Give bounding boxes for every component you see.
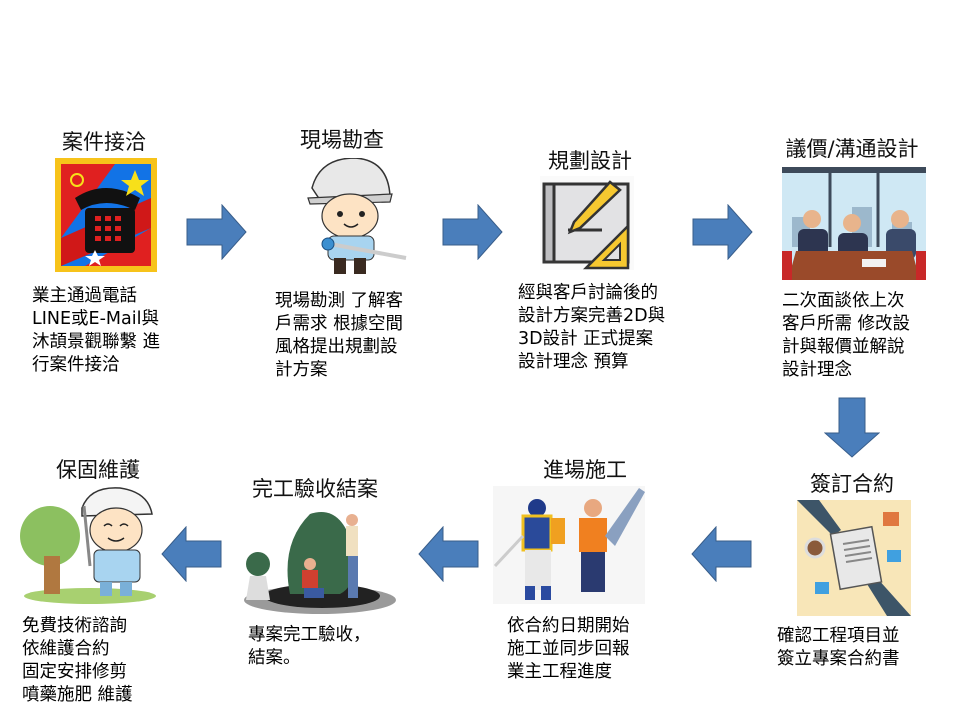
- step-6-title: 進場施工: [543, 458, 627, 482]
- arrow-left-icon: [418, 526, 479, 582]
- step-3-title: 規劃設計: [548, 149, 632, 173]
- tree-pruning-worker-icon: [20, 487, 156, 604]
- step-8-description: 免費技術諮詢 依維護合約 固定安排修剪 噴藥施肥 維護: [22, 616, 133, 705]
- step-6-description: 依合約日期開始 施工並同步回報 業主工程進度: [507, 616, 630, 682]
- arrow-right-icon: [692, 204, 753, 260]
- blueprint-pencil-icon: [540, 176, 634, 270]
- construction-workers-icon: [493, 486, 645, 604]
- arrow-right-icon: [442, 204, 503, 260]
- step-5-description: 確認工程項目並 簽立專案合約書: [777, 626, 900, 669]
- telephone-stamp-icon: [55, 158, 157, 272]
- step-7-description: 專案完工驗收， 結案。: [248, 625, 371, 668]
- garden-completion-icon: [244, 512, 396, 614]
- step-2-title: 現場勘查: [300, 128, 384, 152]
- arrow-right-icon: [186, 204, 247, 260]
- arrow-left-icon: [161, 526, 222, 582]
- business-meeting-icon: [782, 167, 926, 280]
- arrow-left-icon: [691, 526, 752, 582]
- contract-signing-icon: [797, 500, 911, 616]
- step-7-title: 完工驗收結案: [252, 477, 378, 501]
- step-4-title: 議價/溝通設計: [785, 137, 919, 161]
- surveyor-worker-icon: [307, 158, 407, 274]
- step-1-description: 業主通過電話 LINE或E-Mail與 沐頡景觀聯繫 進 行案件接洽: [32, 286, 161, 375]
- step-1-title: 案件接洽: [62, 130, 146, 154]
- step-5-title: 簽訂合約: [810, 472, 894, 496]
- step-8-title: 保固維護: [56, 458, 140, 482]
- step-2-description: 現場勘測 了解客 戶需求 根據空間 風格提出規劃設 計方案: [275, 291, 404, 380]
- arrow-down-icon: [824, 397, 880, 458]
- step-4-description: 二次面談依上次 客戶所需 修改設 計與報價並解說 設計理念: [782, 291, 911, 380]
- step-3-description: 經與客戶討論後的 設計方案完善2D與 3D設計 正式提案 設計理念 預算: [518, 283, 666, 372]
